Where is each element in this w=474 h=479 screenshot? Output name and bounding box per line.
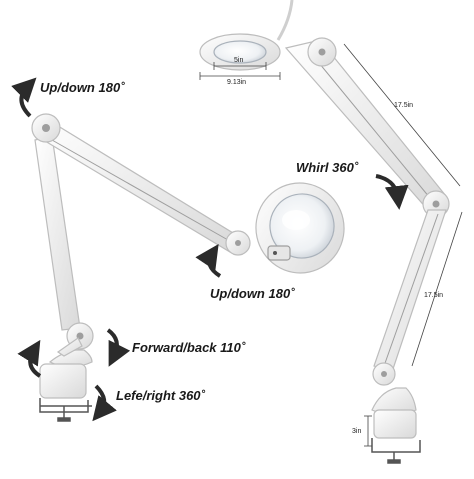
left-lamp: [31, 113, 345, 422]
right-magnifier-lens-icon: [199, 33, 281, 71]
forward-back-rotation-arrow-icon: [106, 328, 131, 367]
left-clamp-icon: [39, 398, 92, 422]
left-lower-arm: [34, 135, 81, 331]
forward-back-label: Forward/back 110˚: [132, 340, 246, 355]
left-right-label: Lefe/right 360˚: [116, 388, 205, 403]
lens-outer-dimension: 9.13in: [227, 79, 247, 86]
left-upper-arm: [39, 117, 239, 253]
right-rotation-arrow-icon: [92, 384, 117, 422]
whirl-rotation-arrow-icon: [375, 174, 409, 210]
left-magnifier-lens-icon: [255, 182, 345, 274]
right-clamp-icon: [371, 438, 421, 464]
top-rotation-arrow-icon: [11, 77, 37, 118]
right-lower-arm: [373, 209, 447, 373]
whirl-label: Whirl 360˚: [296, 160, 359, 175]
mid-rotation-arrow-icon: [195, 244, 222, 278]
right-clamp-body: [373, 409, 417, 439]
lower-arm-dimension-line: [411, 211, 463, 367]
left-rotation-arrow-icon: [17, 339, 42, 378]
rotation-arrows: [11, 77, 409, 422]
dimension-lines: [199, 43, 463, 447]
left-clamp-body: [39, 363, 87, 399]
top-updown-label: Up/down 180˚: [40, 80, 125, 95]
upper-arm-dimension-line: [343, 43, 461, 187]
lens-inner-dimension: 5in: [234, 57, 244, 64]
clamp-dimension: 3in: [352, 428, 362, 435]
right-lamp: [199, 0, 450, 464]
upper-arm-dimension: 17.5in: [394, 102, 414, 109]
mid-updown-label: Up/down 180˚: [210, 286, 295, 301]
lower-arm-dimension: 17.5in: [424, 292, 444, 299]
